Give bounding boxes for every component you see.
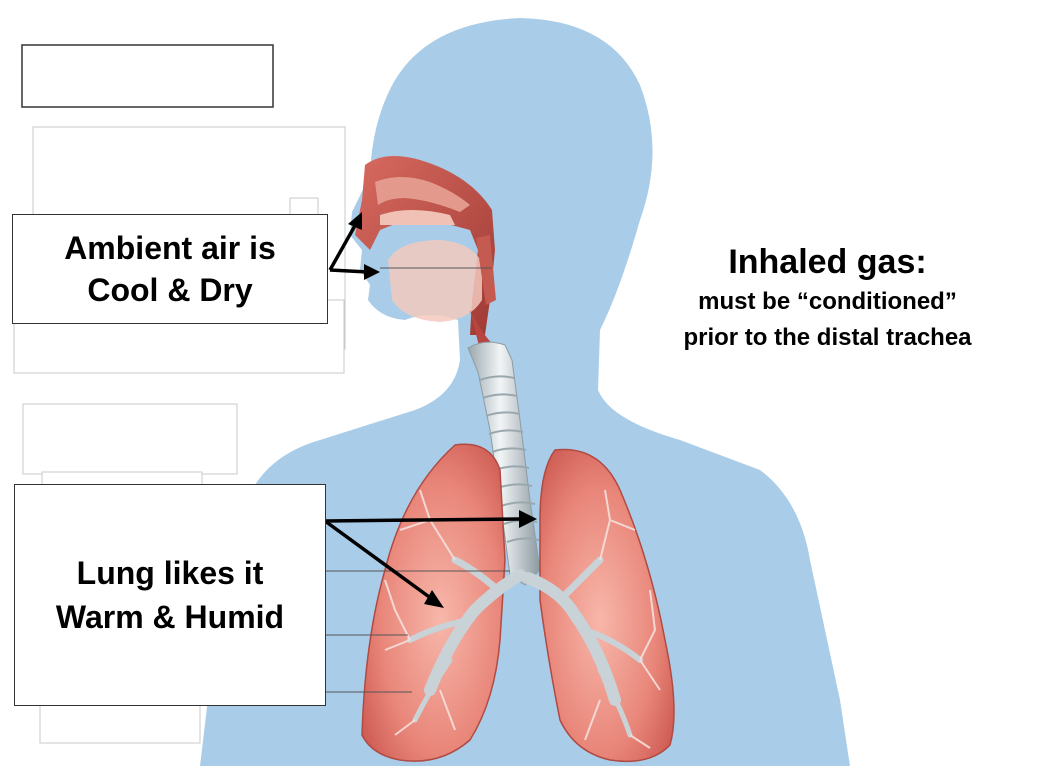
inhaled-gas-heading: Inhaled gas: must be “conditioned” prior… xyxy=(600,240,1055,356)
lung-line1: Lung likes it xyxy=(77,551,264,595)
lung-label: Lung likes it Warm & Humid xyxy=(14,484,326,706)
ambient-air-line2: Cool & Dry xyxy=(87,269,252,311)
lung-line2: Warm & Humid xyxy=(56,595,284,639)
empty-label-box xyxy=(22,45,273,107)
heading-title: Inhaled gas: xyxy=(600,240,1055,284)
ambient-air-line1: Ambient air is xyxy=(64,227,276,269)
heading-line2: prior to the distal trachea xyxy=(600,320,1055,356)
heading-line1: must be “conditioned” xyxy=(600,284,1055,320)
ambient-air-label: Ambient air is Cool & Dry xyxy=(12,214,328,324)
